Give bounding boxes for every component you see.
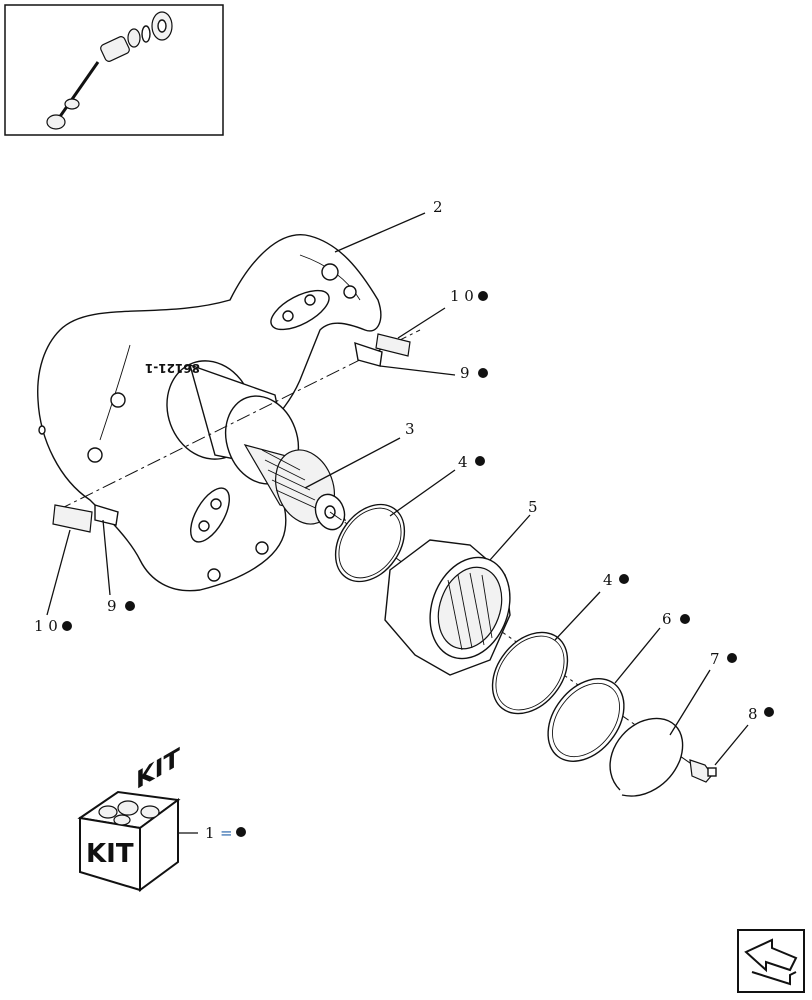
kit-label-right: KIT: [136, 743, 180, 796]
snap-ring-4-upper: [334, 503, 406, 583]
bullet-8: [764, 707, 774, 717]
bullet-6: [680, 614, 690, 624]
key-part-10-right: [375, 333, 411, 357]
callout-1: 1: [205, 824, 215, 842]
splined-shaft: [166, 360, 347, 531]
next-page-arrow-icon[interactable]: [737, 929, 805, 993]
bullet-9-left: [125, 601, 135, 611]
bullet-9-right: [478, 368, 488, 378]
callout-3: 3: [405, 420, 415, 438]
snap-ring-7: [609, 717, 684, 797]
kit-label-left: KIT: [86, 839, 134, 869]
callout-5: 5: [528, 498, 538, 516]
kit-box: KIT KIT: [77, 743, 181, 892]
bullet-10-right: [478, 291, 488, 301]
grease-fitting: [689, 759, 717, 783]
bullet-1: [236, 827, 246, 837]
bullet-10-left: [62, 621, 72, 631]
castle-nut: [384, 539, 511, 676]
callout-7: 7: [710, 650, 720, 668]
callout-6: 6: [662, 610, 672, 628]
leader-lines: [46, 212, 749, 834]
callout-1-equals: =: [220, 824, 233, 842]
assembly-thumbnail-icon[interactable]: [4, 4, 224, 136]
callout-9-left: 9: [107, 597, 117, 615]
shim-part-9-left: [94, 504, 119, 526]
callout-4-upper: 4: [458, 453, 468, 471]
callout-10-right: 1 0: [450, 287, 474, 305]
bullet-4-upper: [475, 456, 485, 466]
callout-8: 8: [748, 705, 758, 723]
bullet-4-lower: [619, 574, 629, 584]
callout-10-left: 1 0: [34, 617, 58, 635]
casting-mark: 86121-1: [145, 361, 200, 375]
callout-4-lower: 4: [603, 571, 613, 589]
bullet-7: [727, 653, 737, 663]
callout-2: 2: [433, 198, 443, 216]
key-part-10-left: [52, 504, 93, 533]
callout-9-right: 9: [460, 364, 470, 382]
